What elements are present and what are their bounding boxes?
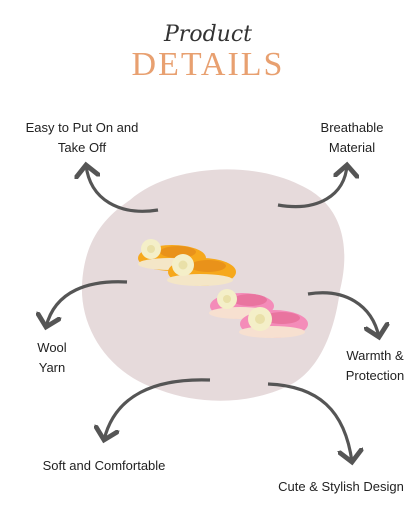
feature-warmth: Warmth &Protection (345, 348, 405, 383)
curved-arrow-icon (104, 378, 211, 440)
feature-soft: Soft and Comfortable (42, 458, 166, 473)
curved-arrow-icon (86, 165, 159, 213)
crochet-booties-image (138, 239, 308, 338)
curved-arrow-icon (46, 280, 128, 327)
curved-arrow-icon (277, 165, 347, 209)
page-title: DETAILS (131, 46, 285, 83)
curved-arrow-icon (267, 382, 352, 462)
curved-arrow-icon (307, 291, 379, 337)
feature-cute-design: Cute & Stylish Design (278, 479, 404, 494)
title-script: Product (164, 22, 252, 47)
